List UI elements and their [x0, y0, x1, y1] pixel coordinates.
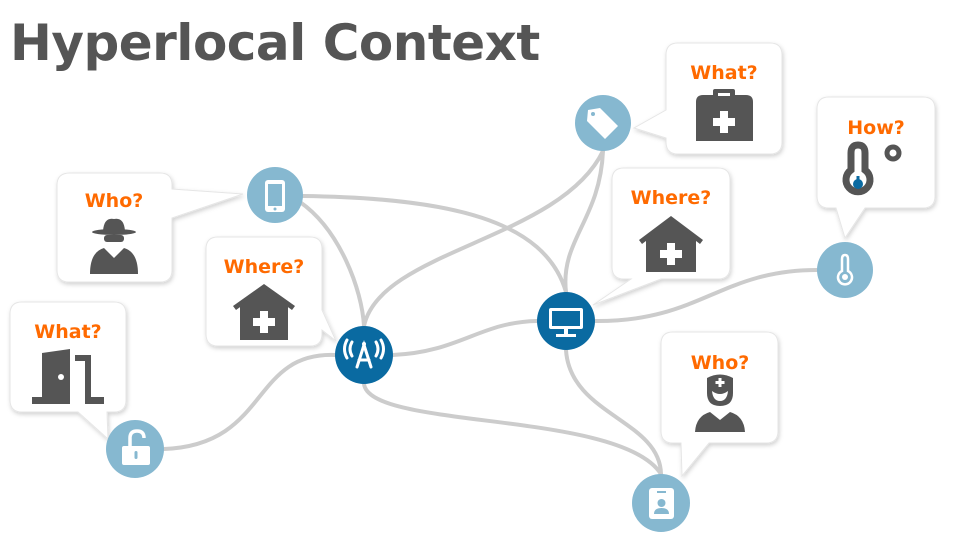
spy-icon	[90, 218, 138, 274]
door-icon	[32, 349, 104, 404]
bubble-what-door: What?	[9, 301, 127, 441]
bubble-how-thermo: How?	[816, 96, 936, 240]
tag-icon	[587, 108, 618, 139]
edge-tower-tag	[362, 149, 605, 328]
edge-monitor-thermometer	[593, 268, 819, 324]
thermometer-icon	[836, 253, 854, 286]
unlocked-padlock-icon	[122, 429, 150, 465]
page-title: Hyperlocal Context	[10, 14, 540, 72]
monitor-icon	[549, 308, 583, 337]
bubble-where-house-left: Where?	[205, 236, 337, 347]
temperature-icon	[842, 141, 902, 196]
bubble-question: Who?	[691, 352, 750, 374]
edge-tower-badge	[362, 382, 663, 476]
node-thermometer[interactable]	[817, 242, 873, 298]
bubble-who-doctor: Who?	[660, 331, 779, 478]
node-phone[interactable]	[247, 167, 303, 223]
bubble-where-house-right: Where?	[592, 167, 731, 306]
node-tower[interactable]	[335, 326, 393, 384]
bubble-question: Who?	[85, 190, 144, 212]
smartphone-icon	[265, 180, 285, 212]
id-badge-icon	[649, 488, 674, 519]
edge-phone-monitor	[301, 194, 568, 294]
hospital-house-icon	[639, 216, 703, 272]
node-badge[interactable]	[632, 474, 690, 532]
bubble-question: What?	[34, 321, 101, 343]
node-monitor[interactable]	[537, 292, 595, 350]
bubble-what-kit: What?	[632, 42, 783, 155]
node-lock[interactable]	[106, 420, 164, 478]
bubble-question: Where?	[631, 187, 712, 209]
edges	[162, 149, 819, 476]
bubble-who-spy: Who?	[56, 172, 244, 283]
bubble-question: Where?	[224, 256, 305, 278]
edge-phone-tower	[298, 200, 366, 328]
edge-monitor-badge	[564, 348, 663, 476]
hospital-house-icon	[233, 284, 295, 340]
node-tag[interactable]	[575, 95, 631, 151]
medical-kit-icon	[696, 89, 753, 141]
edge-lock-tower	[162, 352, 337, 451]
bubble-question: What?	[690, 62, 757, 84]
edge-tower-monitor	[391, 319, 539, 357]
bubble-question: How?	[847, 117, 905, 139]
edge-tag-monitor	[563, 149, 605, 294]
radio-tower-icon	[343, 338, 385, 369]
doctor-icon	[695, 374, 745, 432]
